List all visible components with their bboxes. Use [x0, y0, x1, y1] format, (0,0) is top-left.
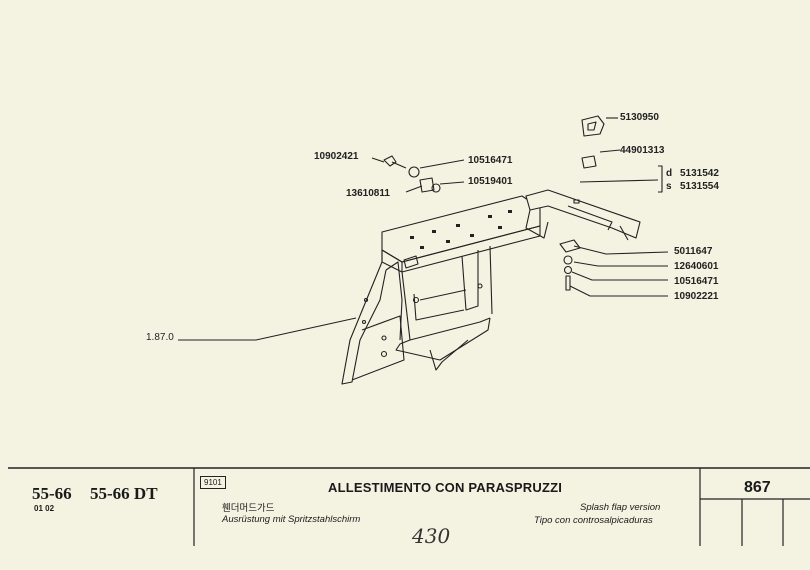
part-number-10902421: 10902421	[314, 151, 359, 162]
page-title-english: Splash flap version	[580, 502, 661, 513]
frame-side-panel	[341, 250, 387, 385]
part-number-10519401: 10519401	[468, 176, 513, 187]
page-title-italian: ALLESTIMENTO CON PARASPRUZZI	[328, 480, 563, 495]
model-code-b: 55-66 DT	[90, 484, 158, 503]
variant-d-label: d	[666, 168, 673, 179]
frame-top-plate	[381, 195, 541, 263]
part-number-5011647: 5011647	[674, 246, 713, 257]
page-number: 867	[744, 479, 771, 496]
bolt-10902421	[383, 155, 407, 169]
model-code-a: 55-66	[32, 484, 72, 503]
washer-12640601	[563, 255, 573, 265]
page-title-german: Ausrüstung mit Spritzstahlschirm	[222, 514, 361, 525]
part-number-10902221: 10902221	[674, 291, 719, 302]
part-number-10516471-bottom: 10516471	[674, 276, 719, 287]
variant-s-label: s	[666, 181, 672, 192]
part-number-5131542: 5131542	[680, 168, 719, 179]
section-code-box: 9101	[200, 476, 226, 489]
spacer-10519401	[419, 177, 435, 193]
part-number-12640601: 12640601	[674, 261, 719, 272]
part-number-10516471-top: 10516471	[468, 155, 513, 166]
handwritten-note: 430	[412, 524, 451, 548]
bolt-10902221	[565, 275, 571, 291]
part-number-5131554: 5131554	[680, 181, 719, 192]
part-number-5130950: 5130950	[620, 112, 659, 123]
model-variant-codes: 01 02	[34, 504, 55, 513]
part-number-13610811: 13610811	[346, 188, 390, 199]
clip-5130950	[581, 115, 605, 137]
group-reference-1870: 1.87.0	[146, 332, 174, 343]
washer-10516471-b	[563, 265, 573, 275]
plate-5011647	[559, 239, 581, 253]
nut-44901313	[581, 155, 597, 169]
washer-10516471-a	[408, 166, 420, 178]
page-title-korean: 휀더머드가드	[222, 503, 275, 514]
page-title-spanish: Tipo con controsalpicaduras	[534, 515, 653, 526]
part-number-44901313: 44901313	[620, 145, 665, 156]
